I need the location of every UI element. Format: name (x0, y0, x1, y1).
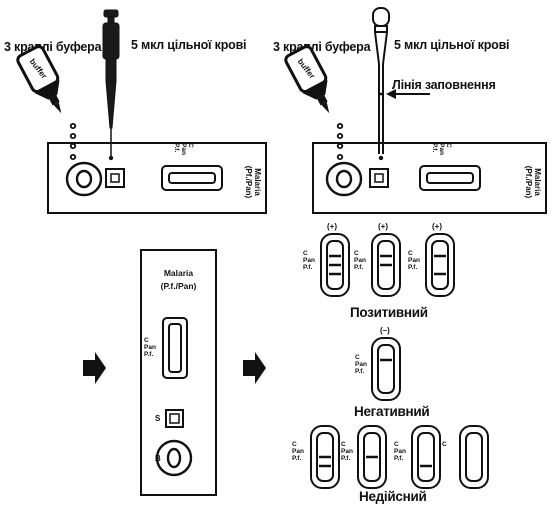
cassette-name: Malaria (163, 268, 194, 278)
cassette-vertical (140, 249, 217, 496)
micropipette-icon (102, 9, 120, 156)
positive-sign-1: (+) (327, 222, 337, 231)
line-pan-label: Pan (303, 257, 315, 264)
line-pan-label: Pan (408, 257, 420, 264)
line-pf-label: P.f. (354, 264, 364, 271)
invalid-window-1 (310, 425, 340, 489)
line-c-label: C (354, 250, 359, 257)
invalid-line-labels-4: C (442, 441, 447, 448)
invalid-line-labels-2: C Pan P.f. (341, 441, 353, 462)
line-c-label: C (303, 250, 308, 257)
line-c-label: C (292, 441, 297, 448)
arrow-right-icon (243, 352, 266, 384)
cassette-vertical-title: Malaria (P.f./Pan) (141, 268, 216, 291)
line-pf-label: P.f. (292, 455, 302, 462)
capillary-pipette-icon (372, 7, 390, 154)
buffer-bottle-icon-right: buffer (284, 45, 330, 114)
positive-sign-3: (+) (432, 222, 442, 231)
blood-volume-label-right: 5 мкл цільної крові (394, 38, 510, 52)
positive-caption: Позитивний (350, 305, 428, 320)
line-c-label: C (442, 441, 447, 448)
positive-window-3 (425, 233, 455, 297)
line-pf-label: P.f. (303, 264, 313, 271)
buffer-bottle-icon: buffer (16, 45, 62, 114)
line-c-label: C (408, 250, 413, 257)
buffer-drops-icon-right (336, 123, 344, 160)
buffer-drops-icon (69, 123, 77, 160)
positive-window-1 (320, 233, 350, 297)
line-pan-label: Pan (144, 344, 156, 351)
cassette-horizontal-left (47, 142, 267, 214)
negative-caption: Негативний (354, 404, 430, 419)
line-pf-label: P.f. (394, 455, 404, 462)
line-c-label: C (355, 354, 360, 361)
negative-window (371, 337, 401, 401)
line-pan-label: Pan (394, 448, 406, 455)
line-pf-label: P.f. (355, 368, 365, 375)
invalid-window-3 (411, 425, 441, 489)
well-b-label: B (155, 454, 161, 463)
line-c-label: C (144, 337, 149, 344)
negative-line-labels: C Pan P.f. (355, 354, 367, 375)
line-c-label: C (394, 441, 399, 448)
line-pan-label: Pan (292, 448, 304, 455)
invalid-line-labels-1: C Pan P.f. (292, 441, 304, 462)
positive-line-labels: C Pan P.f. (303, 250, 315, 271)
blood-drop-icon-right (378, 155, 384, 161)
negative-sign: (–) (380, 326, 390, 335)
line-pan-label: Pan (341, 448, 353, 455)
cassette-type: (P.f./Pan) (160, 281, 197, 291)
line-pan-label: Pan (355, 361, 367, 368)
invalid-line-labels-3: C Pan P.f. (394, 441, 406, 462)
line-pan-label: Pan (354, 257, 366, 264)
positive-line-labels-2: C Pan P.f. (354, 250, 366, 271)
blood-drop-icon (108, 155, 114, 161)
cassette-horizontal-right (312, 142, 547, 214)
invalid-window-4 (459, 425, 489, 489)
line-pf-label: P.f. (144, 351, 154, 358)
blood-volume-label-left: 5 мкл цільної крові (131, 38, 247, 52)
positive-sign-2: (+) (378, 222, 388, 231)
line-c-label: C (341, 441, 346, 448)
invalid-caption: Недійсний (359, 489, 427, 504)
cassette-vertical-line-labels: C Pan P.f. (144, 337, 156, 358)
positive-window-2 (371, 233, 401, 297)
line-pf-label: P.f. (408, 264, 418, 271)
well-s-label: S (155, 414, 161, 423)
invalid-window-2 (357, 425, 387, 489)
positive-line-labels-3: C Pan P.f. (408, 250, 420, 271)
line-pf-label: P.f. (341, 455, 351, 462)
arrow-right-icon (83, 352, 106, 384)
fill-line-arrow-icon (386, 89, 430, 99)
fill-line-label: Лінія заповнення (392, 78, 496, 92)
